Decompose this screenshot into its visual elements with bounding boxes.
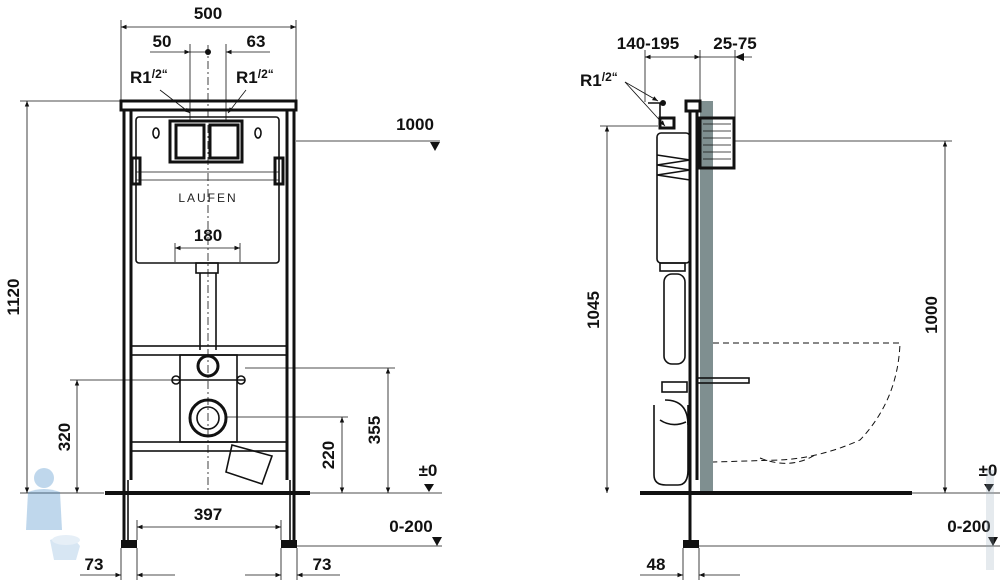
dim-flush-plate-height: 1045 <box>584 291 603 329</box>
dim-outlet-spacing: 180 <box>194 226 222 245</box>
dim-upper-connection: 355 <box>365 416 384 444</box>
middle-crossbar <box>130 345 288 356</box>
flush-button-left <box>174 123 206 160</box>
front-floor-level: ±0 <box>419 461 438 480</box>
brand-logo: LAUFEN <box>178 191 237 205</box>
side-floor-level: ±0 <box>979 461 998 480</box>
thread-label-left: R1/2“ <box>130 67 168 87</box>
dim-fixing-height: 320 <box>55 423 74 451</box>
dim-inlet-left: 50 <box>153 32 172 51</box>
wc-bowl-outline <box>712 342 901 463</box>
plumber-watermark-icon <box>26 468 80 560</box>
dim-inlet-right: 63 <box>247 32 266 51</box>
side-flush-pipe <box>663 273 686 365</box>
side-flush-plate <box>698 116 736 170</box>
dim-bowl-height: 1000 <box>922 296 941 334</box>
frame-top-rail <box>119 99 298 112</box>
dim-frame-depth: 140-195 <box>617 34 679 53</box>
dim-foot-depth: 48 <box>647 555 666 574</box>
side-thread-label: R1/2“ <box>580 70 618 90</box>
front-view: LAUFEN 500 50 63 R1/2“ <box>4 4 442 580</box>
dim-cistern-top: 1000 <box>396 115 434 134</box>
front-foot-adjust: 0-200 <box>389 517 432 536</box>
drain-elbow <box>225 444 274 486</box>
dim-foot-right: 73 <box>313 555 332 574</box>
side-view: 140-195 25-75 R1/2“ 1045 1000 ±0 0-200 4… <box>580 34 1000 580</box>
wall <box>700 101 713 493</box>
thread-label-right: R1/2“ <box>236 67 274 87</box>
side-drain-bend <box>653 405 689 486</box>
side-foot-adjust: 0-200 <box>947 517 990 536</box>
dim-height-total: 1120 <box>4 279 23 316</box>
right-foot <box>281 540 297 548</box>
flush-plate <box>168 119 244 164</box>
dim-foot-left: 73 <box>85 555 104 574</box>
vertical-watermark-icon <box>986 470 994 570</box>
dim-foot-spacing: 397 <box>194 505 222 524</box>
dim-wall-gap: 25-75 <box>713 34 756 53</box>
flush-button-right <box>208 123 240 160</box>
side-cistern <box>656 132 691 264</box>
lower-crossbar <box>130 441 288 452</box>
left-foot <box>121 540 137 548</box>
dim-width-total: 500 <box>194 4 222 23</box>
dim-lower-connection: 220 <box>319 441 338 469</box>
